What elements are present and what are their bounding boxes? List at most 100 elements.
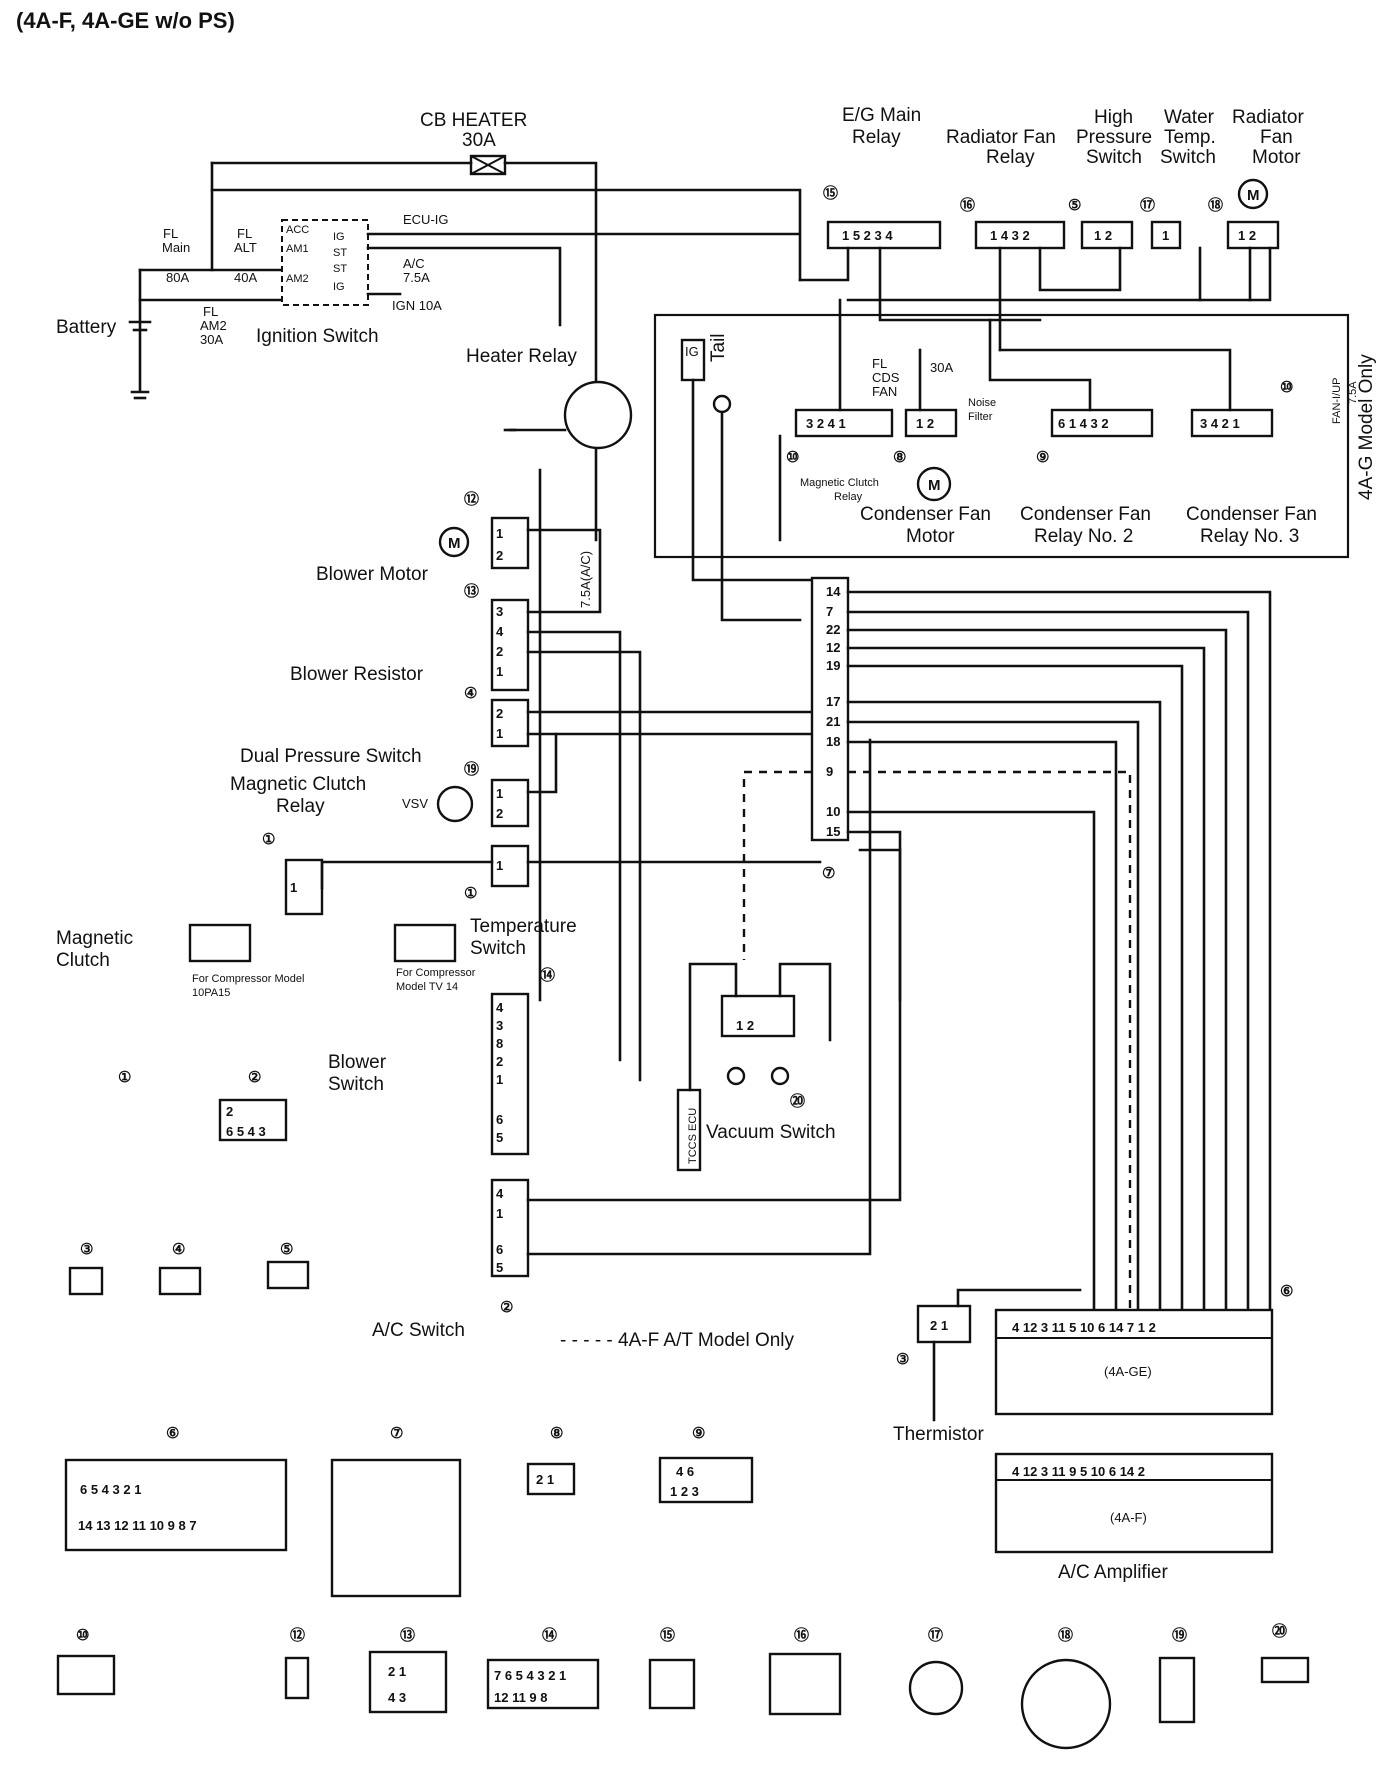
svg-text:⑩: ⑩ — [76, 1627, 89, 1644]
svg-text:Filter: Filter — [968, 411, 993, 423]
tail-label: Tail — [708, 333, 729, 362]
connector-face-3 — [68, 1266, 104, 1296]
svg-text:IG: IG — [685, 344, 699, 359]
svg-text:Noise: Noise — [968, 397, 996, 409]
ac-amplifier-4af-body — [994, 1452, 1274, 1554]
connector-15-body — [826, 220, 942, 250]
svg-text:1 2: 1 2 — [1094, 228, 1112, 243]
blower-resistor-label: Blower Resistor — [290, 664, 424, 685]
cb-heater-amp: 30A — [462, 130, 496, 151]
svg-text:5: 5 — [496, 1260, 503, 1275]
svg-text:1 2: 1 2 — [736, 1018, 754, 1033]
connector-face-6 — [64, 1458, 288, 1552]
amp-4age-label: (4A-GE) — [1104, 1364, 1152, 1379]
svg-text:7.5A: 7.5A — [1347, 381, 1359, 404]
svg-text:⑩: ⑩ — [1280, 379, 1293, 396]
connector-face-16 — [768, 1652, 842, 1716]
connector-2-body — [490, 1178, 530, 1278]
svg-text:7 6 5 4 3 2 1: 7 6 5 4 3 2 1 — [494, 1668, 566, 1683]
page-title: (4A-F, 4A-GE w/o PS) — [16, 8, 235, 33]
svg-text:TCCS ECU: TCCS ECU — [687, 1108, 699, 1164]
connector-face-17 — [908, 1660, 964, 1716]
connector-7-pin: 10 — [826, 804, 840, 819]
4ag-model-region — [653, 313, 1350, 559]
svg-text:4 12 3 11 5 10 6 14 7: 4 12 3 11 5 10 6 14 7 1 2 — [1012, 1320, 1156, 1335]
vacuum-switch-body — [720, 994, 796, 1038]
svg-text:Motor: Motor — [906, 526, 955, 547]
svg-text:⑲: ⑲ — [1172, 1626, 1187, 1644]
svg-text:2: 2 — [496, 548, 503, 563]
svg-text:1: 1 — [496, 858, 503, 873]
svg-text:⑨: ⑨ — [1036, 449, 1049, 466]
radiator-fan-relay-label-1: Radiator Fan — [946, 127, 1056, 148]
svg-text:③: ③ — [80, 1241, 93, 1258]
svg-text:1 2: 1 2 — [916, 416, 934, 431]
svg-text:14 13 12 11 10 9 8 7: 14 13 12 11 10 9 8 7 — [78, 1518, 197, 1533]
svg-text:3: 3 — [496, 604, 503, 619]
svg-text:⑧: ⑧ — [893, 449, 906, 466]
svg-text:⑧: ⑧ — [550, 1425, 563, 1442]
svg-text:6 5 4 3: 6 5 4 3 — [226, 1124, 266, 1139]
connector-face-15 — [648, 1658, 696, 1710]
svg-text:⑯: ⑯ — [960, 196, 975, 214]
connector-7-pin: 17 — [826, 694, 840, 709]
model-only-label: 4A-G Model Only — [1356, 354, 1377, 500]
svg-text:①: ① — [118, 1069, 131, 1086]
compressor-10pa15-body — [188, 923, 252, 963]
svg-text:Relay No. 3: Relay No. 3 — [1200, 526, 1299, 547]
svg-text:2: 2 — [496, 706, 503, 721]
svg-text:⑲: ⑲ — [464, 760, 479, 778]
svg-text:AM1: AM1 — [286, 243, 309, 255]
svg-text:Magnetic Clutch: Magnetic Clutch — [800, 477, 879, 489]
fl-main-amp: 80A — [166, 270, 189, 285]
svg-text:IG: IG — [333, 281, 345, 293]
svg-text:⑯: ⑯ — [794, 1626, 809, 1644]
svg-text:Blower: Blower — [328, 1052, 387, 1073]
svg-text:③: ③ — [896, 1351, 909, 1368]
svg-text:4: 4 — [496, 1000, 504, 1015]
svg-text:⑮: ⑮ — [823, 184, 838, 202]
svg-text:⑳: ⑳ — [1272, 1622, 1287, 1640]
blower-motor-icon — [438, 526, 470, 558]
connector-1-body — [284, 858, 324, 916]
svg-text:1: 1 — [496, 664, 503, 679]
connector-7-body — [810, 576, 850, 842]
radiator-fan-motor-label-1: Radiator — [1232, 107, 1304, 128]
connector-19-body — [490, 778, 530, 828]
svg-text:M: M — [448, 535, 461, 552]
svg-text:10PA15: 10PA15 — [192, 987, 230, 999]
fl-main-sub: Main — [162, 240, 190, 255]
svg-text:⑮: ⑮ — [660, 1626, 675, 1644]
legend-dashed: - - - - - 4A-F A/T Model Only — [560, 1330, 795, 1351]
magnetic-clutch-relay-label-1: Magnetic Clutch — [230, 774, 366, 795]
svg-text:1: 1 — [290, 880, 297, 895]
connector-10b-body — [1190, 408, 1274, 438]
svg-text:M: M — [928, 477, 941, 494]
svg-text:12 11 9 8: 12 11 9 8 — [494, 1690, 548, 1705]
svg-text:30A: 30A — [930, 360, 953, 375]
ignition-switch-label: Ignition Switch — [256, 326, 379, 347]
svg-text:1: 1 — [496, 1072, 503, 1087]
vacuum-switch-contact-1 — [726, 1066, 746, 1086]
svg-text:①: ① — [464, 885, 477, 902]
high-pressure-label-1: High — [1094, 107, 1133, 128]
connector-face-8 — [526, 1462, 576, 1496]
battery-label: Battery — [56, 317, 117, 338]
svg-text:IG: IG — [333, 231, 345, 243]
svg-text:⑳: ⑳ — [790, 1092, 805, 1110]
svg-text:Relay: Relay — [834, 491, 863, 503]
svg-text:⑤: ⑤ — [1068, 197, 1081, 214]
heater-relay — [563, 380, 633, 450]
svg-text:1: 1 — [496, 1206, 503, 1221]
connector-13-body — [490, 598, 530, 692]
svg-text:Temperature: Temperature — [470, 916, 577, 937]
connector-18-body — [1226, 220, 1280, 250]
svg-text:6: 6 — [496, 1112, 503, 1127]
eg-main-relay-label-1: E/G Main — [842, 105, 921, 126]
fl-am2-sub: AM2 — [200, 318, 227, 333]
compressor-tv14-body — [393, 923, 457, 963]
connector-7-pin: 19 — [826, 658, 840, 673]
connector-face-13 — [368, 1650, 448, 1714]
connector-7-pin: 18 — [826, 734, 840, 749]
